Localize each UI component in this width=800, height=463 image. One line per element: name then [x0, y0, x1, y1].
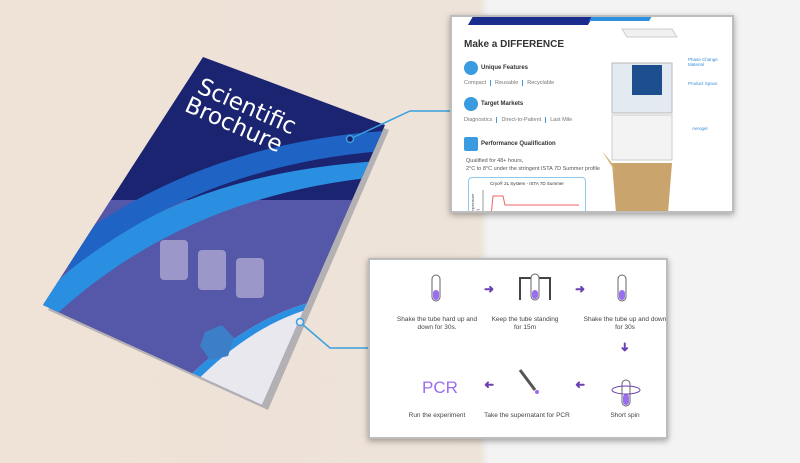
globe-icon — [464, 97, 478, 111]
chart-plot — [482, 190, 579, 211]
tag: Last Mile — [545, 117, 572, 123]
vial — [160, 240, 188, 280]
header-stripe — [589, 17, 655, 21]
header-stripe — [467, 17, 597, 25]
step-6-label: Run the experiment — [408, 412, 466, 419]
arrow-right-icon: ➜ — [575, 282, 586, 296]
connector-line-top — [351, 110, 450, 139]
step-1-label: Shake the tube hard up and down for 30s. — [396, 316, 478, 331]
step-3-label: Shake the tube up and down for 30s — [583, 316, 667, 331]
cooler-box-illustration — [602, 28, 678, 211]
step-2-label: Keep the tube standing for 15m — [491, 316, 559, 331]
page-detail-difference: Make a DIFFERENCE Unique Features Compac… — [450, 15, 734, 213]
step-5-label: Take the supernatant for PCR — [484, 412, 570, 419]
heading-plain: Make a — [464, 39, 501, 50]
box-check-icon — [464, 137, 478, 151]
cover-swoosh — [60, 130, 385, 270]
connector-line-bottom — [301, 323, 368, 349]
heading-bold: DIFFERENCE — [500, 39, 565, 50]
protocol-icons — [431, 273, 641, 407]
tag: Reusable — [490, 80, 518, 86]
page-detail-protocol: ➜ ➜ ➜ ➜ ➜ Shake the tube hard up and dow… — [368, 258, 668, 439]
tube-rack-icon — [519, 273, 551, 301]
pcr-label: PCR — [422, 378, 458, 397]
feature-title: Unique Features — [481, 65, 529, 71]
connector-dot — [295, 317, 305, 327]
temperature-chart: Cryo® 2L System - ISTA 7D Summer Tempera… — [468, 177, 586, 211]
chart-title: Cryo® 2L System - ISTA 7D Summer — [490, 181, 564, 186]
heading: Make a DIFFERENCE — [464, 39, 564, 50]
label-aerogel: Aerogel — [692, 126, 708, 131]
arrow-left-icon: ➜ — [484, 378, 495, 392]
connector-dot — [345, 134, 355, 144]
pipette-icon — [518, 369, 539, 394]
feature-unique: Unique Features — [464, 61, 528, 75]
feature-performance: Performance Qualification — [464, 137, 556, 151]
chart-line — [490, 195, 579, 211]
tag: Recyclable — [522, 80, 554, 86]
feature-markets: Target Markets — [464, 97, 523, 111]
vial — [236, 258, 264, 298]
tube-spin-icon — [611, 379, 641, 407]
logo-cube — [200, 325, 234, 360]
vial — [198, 250, 226, 290]
tag: Compact — [464, 80, 487, 86]
qualification-line: Qualified for 48+ hours, — [466, 158, 524, 164]
leaf-icon — [464, 61, 478, 75]
feature-title: Performance Qualification — [481, 141, 556, 147]
arrow-right-icon: ➜ — [484, 282, 495, 296]
tag: Diagnostics — [464, 117, 493, 123]
step-4-label: Short spin — [610, 412, 640, 419]
arrow-left-icon: ➜ — [575, 378, 586, 392]
qualification-text: Qualified for 48+ hours, 2°C to 8°C under… — [466, 157, 600, 173]
tag: Direct-to-Patient — [496, 117, 541, 123]
tube-shake-icon — [431, 274, 441, 302]
tube-shake-icon — [617, 274, 627, 302]
qualification-line: 2°C to 8°C under the stringent ISTA 7D S… — [466, 166, 600, 172]
arrow-down-icon: ➜ — [618, 341, 633, 353]
label-product-space: Product Space — [688, 81, 718, 86]
feature-title: Target Markets — [481, 101, 524, 107]
label-phase-change: Phase Change Material — [688, 57, 718, 67]
